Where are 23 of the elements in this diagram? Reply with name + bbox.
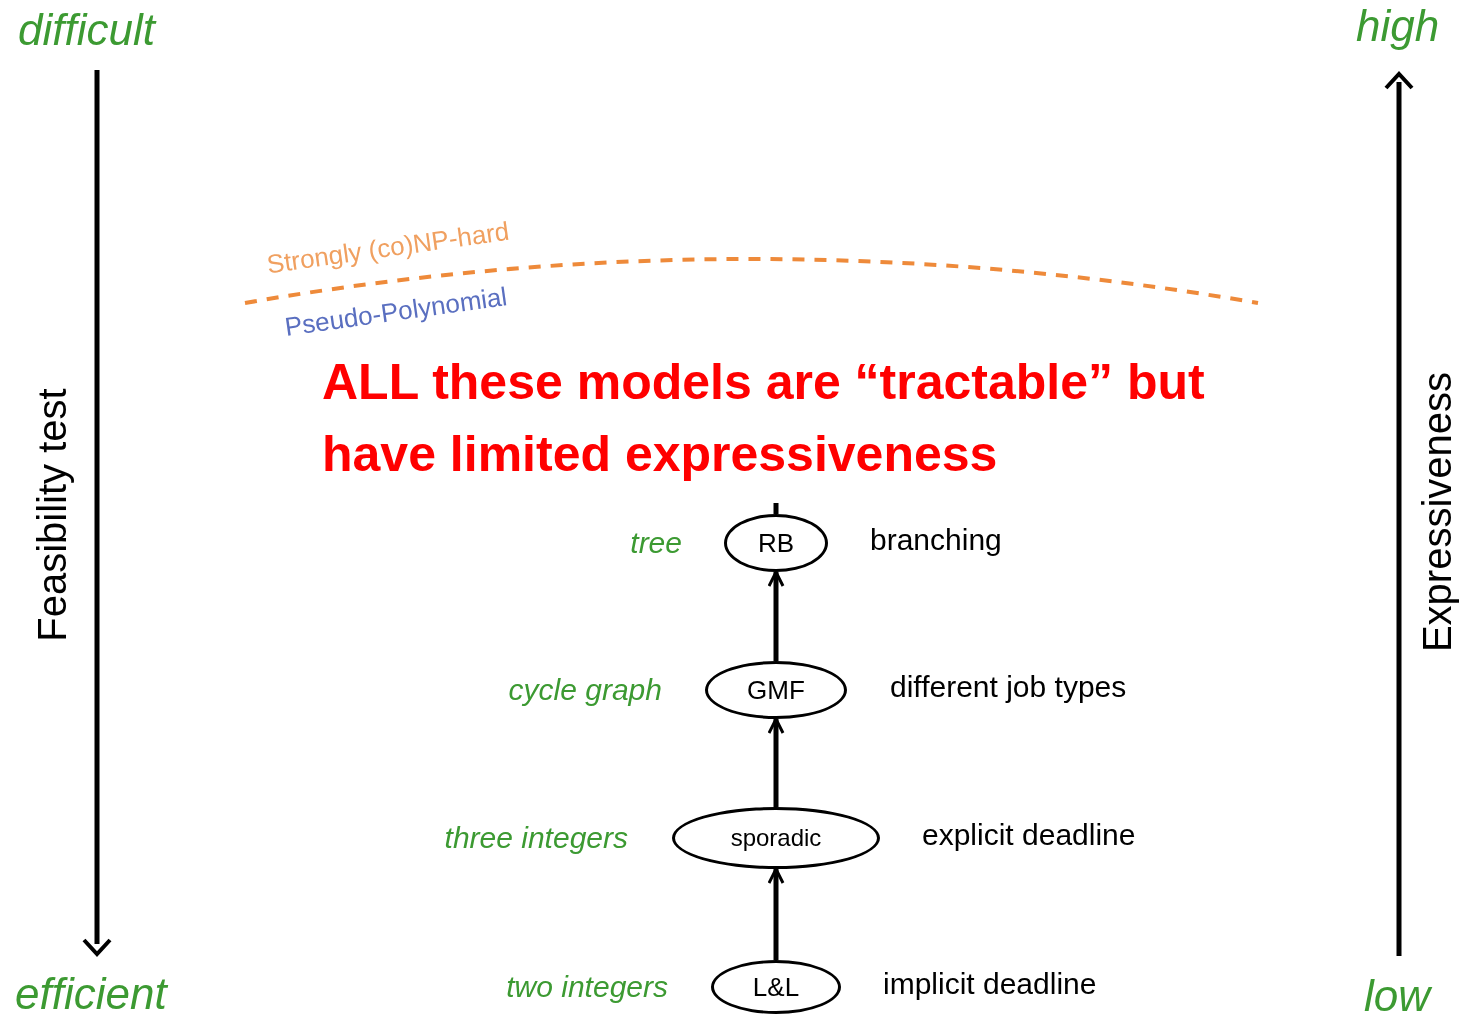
axis-end-label: low	[1364, 970, 1431, 1016]
model-ellipse: sporadic	[672, 807, 880, 869]
model-ellipse: L&L	[711, 960, 841, 1014]
axis-title: Expressiveness	[1414, 371, 1460, 653]
axis-end-label: efficient	[15, 968, 167, 1016]
headline: ALL these models are “tractable” but have limited expressiveness	[322, 353, 1206, 484]
arrow	[767, 867, 785, 960]
model-caption: three integers	[444, 820, 628, 857]
model-feature: different job types	[890, 669, 1127, 706]
model-ellipse: GMF	[705, 661, 847, 719]
model-feature: implicit deadline	[883, 966, 1097, 1003]
model-ellipse: RB	[724, 514, 828, 572]
model-caption: two integers	[506, 969, 668, 1006]
axis-title: Feasibility test	[29, 388, 75, 642]
axis-end-label: difficult	[18, 4, 155, 56]
axis-end-label: high	[1356, 0, 1440, 52]
arrow	[767, 570, 785, 661]
region-label: Strongly (co)NP-hard	[264, 214, 512, 282]
model-feature: explicit deadline	[922, 817, 1136, 854]
arrow	[767, 717, 785, 807]
model-feature: branching	[870, 522, 1002, 559]
model-caption: cycle graph	[508, 672, 662, 709]
model-caption: tree	[630, 525, 682, 562]
